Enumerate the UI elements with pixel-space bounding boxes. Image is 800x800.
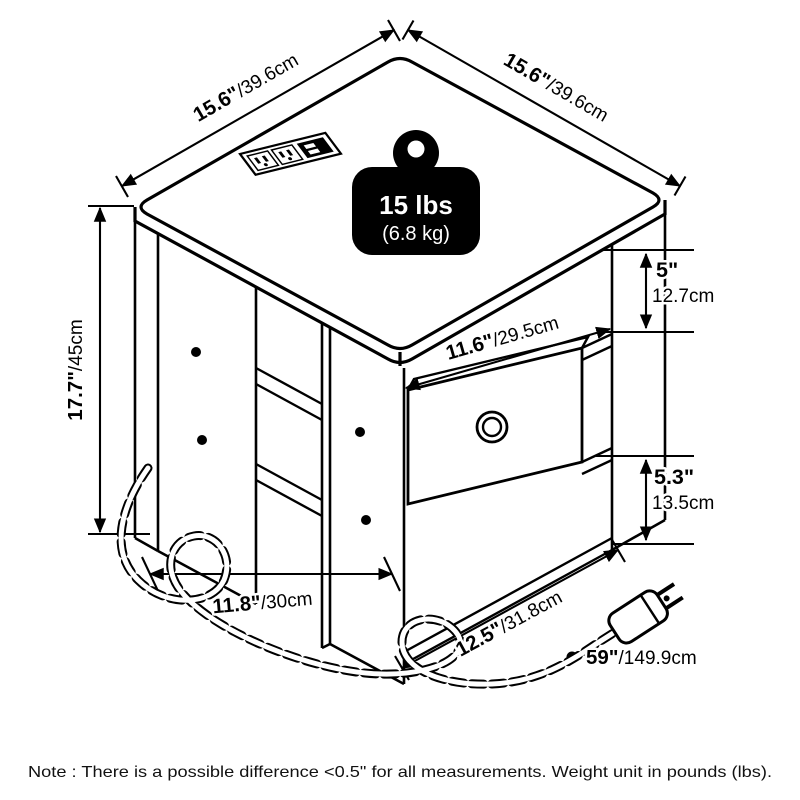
power-cord: [116, 463, 684, 689]
dim-cord-length-metric: /149.9cm: [619, 648, 697, 669]
dim-base-width-inch: 11.8": [211, 591, 261, 618]
dim-top-right-metric: /39.6cm: [543, 75, 612, 127]
cam-screw-dot: [191, 347, 201, 357]
dim-base-width-metric: /30cm: [260, 589, 313, 614]
dim-base-width: 11.8"/30cm: [211, 587, 313, 619]
table-drawing: [133, 56, 667, 686]
dim-height-inch: 17.7": [64, 371, 87, 421]
dim-drawer-gap-metric: 13.5cm: [652, 493, 714, 514]
plug-ground-prong: [663, 595, 670, 602]
measurement-note: Note : There is a possible difference <0…: [28, 764, 772, 781]
dim-shelf-gap-metric: 12.7cm: [652, 286, 714, 307]
cam-screw-dot: [197, 435, 207, 445]
dim-top-left-metric: /39.6cm: [233, 50, 302, 102]
dim-height-metric: /45cm: [66, 319, 87, 371]
dim-drawer-gap-inch: 5.3": [654, 465, 694, 489]
plug-prong: [656, 582, 676, 597]
dim-cord-length-inch: 59": [586, 646, 619, 669]
left-shelves: [255, 366, 323, 518]
dim-cord-length: 59"/149.9cm: [586, 646, 697, 669]
plug-prong: [664, 595, 684, 611]
dim-height: 17.7"/45cm: [64, 319, 87, 420]
drawer-handle-hole: [481, 416, 503, 438]
cam-screw-dot: [361, 515, 371, 525]
power-plug: [607, 582, 684, 645]
middle-leg-panel: [320, 323, 406, 686]
weight-handle-hole: [407, 140, 425, 158]
weight-lbs-label: 15 lbs: [379, 190, 453, 220]
dim-shelf-gap-inch: 5": [656, 258, 678, 282]
dim-drawer-width-inch: 11.6": [443, 329, 496, 364]
weight-capacity-badge: 15 lbs (6.8 kg): [352, 130, 480, 255]
cam-screw-dot: [355, 427, 365, 437]
dim-base-depth: 12.5"/31.8cm: [452, 585, 566, 661]
weight-kg-label: (6.8 kg): [382, 223, 450, 245]
drawer-handle-ring: [475, 410, 509, 444]
